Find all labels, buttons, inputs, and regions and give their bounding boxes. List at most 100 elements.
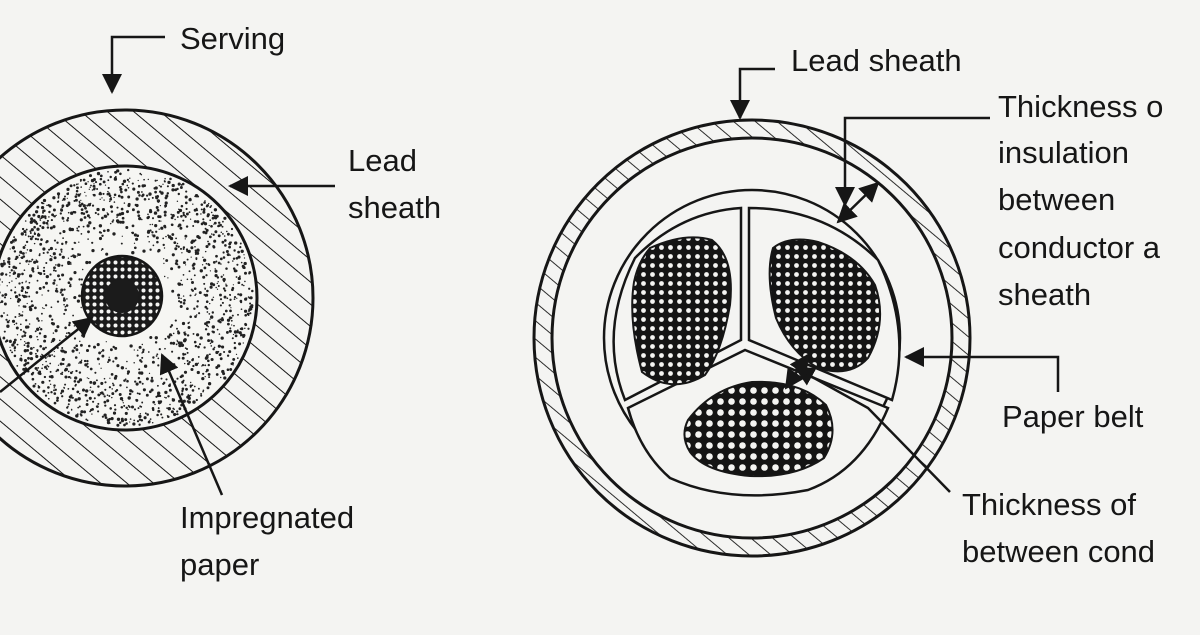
paper-speckle xyxy=(237,251,240,254)
paper-speckle xyxy=(45,241,47,243)
paper-speckle xyxy=(150,418,152,420)
paper-speckle xyxy=(233,334,234,335)
paper-speckle xyxy=(23,230,26,233)
paper-speckle xyxy=(182,212,184,214)
paper-speckle xyxy=(76,186,79,189)
paper-speckle xyxy=(47,290,49,292)
paper-speckle xyxy=(121,196,124,199)
paper-speckle xyxy=(68,388,69,389)
paper-speckle xyxy=(122,236,123,237)
paper-speckle xyxy=(103,199,104,200)
paper-speckle xyxy=(26,241,28,243)
paper-speckle xyxy=(58,365,59,366)
paper-speckle xyxy=(200,336,203,339)
paper-speckle xyxy=(123,402,124,403)
paper-speckle xyxy=(230,363,232,365)
paper-speckle xyxy=(137,420,139,422)
paper-speckle xyxy=(68,403,70,405)
paper-speckle xyxy=(157,180,158,181)
paper-speckle xyxy=(85,195,86,196)
paper-speckle xyxy=(224,296,227,299)
paper-speckle xyxy=(37,238,39,240)
paper-speckle xyxy=(110,205,113,208)
paper-speckle xyxy=(35,367,38,370)
paper-speckle xyxy=(102,193,104,195)
paper-speckle xyxy=(91,413,92,414)
paper-speckle xyxy=(146,377,149,380)
paper-speckle xyxy=(126,387,128,389)
paper-speckle xyxy=(167,277,168,278)
paper-speckle xyxy=(183,214,185,216)
paper-speckle xyxy=(19,357,22,360)
paper-speckle xyxy=(218,234,221,237)
paper-speckle xyxy=(158,202,159,203)
paper-speckle xyxy=(79,202,81,204)
paper-speckle xyxy=(68,258,69,259)
paper-speckle xyxy=(31,267,34,270)
paper-speckle xyxy=(49,258,52,261)
paper-speckle xyxy=(121,243,123,245)
paper-speckle xyxy=(80,410,83,413)
paper-speckle xyxy=(178,266,181,269)
paper-speckle xyxy=(84,363,87,366)
paper-speckle xyxy=(45,395,47,397)
paper-speckle xyxy=(39,218,40,219)
paper-speckle xyxy=(164,371,165,372)
paper-speckle xyxy=(148,241,150,243)
paper-speckle xyxy=(11,351,13,353)
paper-speckle xyxy=(217,289,218,290)
paper-speckle xyxy=(49,273,51,275)
paper-speckle xyxy=(162,184,163,185)
paper-speckle xyxy=(111,397,112,398)
paper-speckle xyxy=(198,356,200,358)
paper-speckle xyxy=(59,340,61,342)
paper-speckle xyxy=(101,217,104,220)
paper-speckle xyxy=(156,241,159,244)
paper-speckle xyxy=(43,308,44,309)
paper-speckle xyxy=(64,309,67,312)
paper-speckle xyxy=(220,258,223,261)
label-lead-sheath: Lead sheath xyxy=(791,43,962,78)
paper-speckle xyxy=(184,371,187,374)
paper-speckle xyxy=(99,224,102,227)
paper-speckle xyxy=(79,371,81,373)
paper-speckle xyxy=(152,234,155,237)
paper-speckle xyxy=(81,334,84,337)
paper-speckle xyxy=(170,214,172,216)
paper-speckle xyxy=(81,359,83,361)
paper-speckle xyxy=(57,201,59,203)
paper-speckle xyxy=(171,290,174,293)
paper-speckle xyxy=(24,334,27,337)
paper-speckle xyxy=(21,282,23,284)
paper-speckle xyxy=(36,260,39,263)
paper-speckle xyxy=(227,253,230,256)
paper-speckle xyxy=(40,219,42,221)
paper-speckle xyxy=(24,341,25,342)
paper-speckle xyxy=(149,373,150,374)
paper-speckle xyxy=(189,198,191,200)
paper-speckle xyxy=(204,288,206,290)
paper-speckle xyxy=(108,359,111,362)
paper-speckle xyxy=(63,387,65,389)
paper-speckle xyxy=(233,267,236,270)
paper-speckle xyxy=(80,414,82,416)
paper-speckle xyxy=(138,415,141,418)
paper-speckle xyxy=(24,344,26,346)
paper-speckle xyxy=(83,410,86,413)
paper-speckle xyxy=(180,301,183,304)
paper-speckle xyxy=(68,322,70,324)
paper-speckle xyxy=(75,199,78,202)
paper-speckle xyxy=(148,179,149,180)
paper-speckle xyxy=(62,256,65,259)
paper-speckle xyxy=(232,315,234,317)
paper-speckle xyxy=(161,417,163,419)
paper-speckle xyxy=(222,221,224,223)
paper-speckle xyxy=(30,261,32,263)
paper-speckle xyxy=(194,315,197,318)
paper-speckle xyxy=(102,208,105,211)
paper-speckle xyxy=(91,408,94,411)
paper-speckle xyxy=(136,383,139,386)
paper-speckle xyxy=(44,366,47,369)
paper-speckle xyxy=(209,319,210,320)
paper-speckle xyxy=(195,345,197,347)
